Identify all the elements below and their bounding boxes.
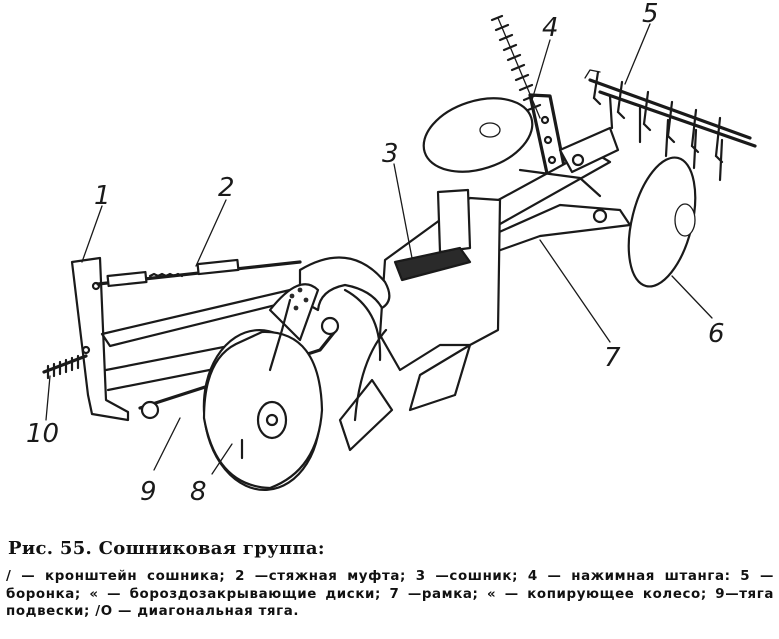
label-5: 5 [642,0,659,29]
opener-bracket [70,256,130,422]
label-6: 6 [708,319,725,349]
opener [338,188,502,452]
harrow [584,69,757,182]
label-10: 10 [26,419,59,449]
closing-disc-hub [674,203,696,237]
arched-shank [298,256,391,312]
figure-illustration: 1 2 3 4 5 6 7 8 9 10 [26,0,757,507]
label-9: 9 [140,477,157,507]
label-3: 3 [382,139,399,169]
leader-lines [45,23,713,475]
upper-disc [422,97,534,173]
sector-plate [268,283,320,342]
caption-title: Рис. 55. Сошниковая группа: [8,538,325,559]
suspension-rod [138,316,340,420]
figure-caption: Рис. 55. Сошниковая группа: / — кронштей… [6,538,774,621]
diagonal-rod [42,354,88,380]
tension-coupling [96,258,302,288]
upper-disc-hub [479,122,501,138]
label-1: 1 [94,181,111,211]
shank-curve [343,288,382,362]
label-7: 7 [604,343,621,373]
opener-group-drawing: 1 2 3 4 5 6 7 8 9 10 [26,0,757,507]
caption-body: / — кронштейн сошника; 2 —стяжная муфта;… [6,569,774,619]
label-4: 4 [542,13,559,43]
label-2: 2 [218,173,235,203]
copying-wheel [202,298,324,492]
label-8: 8 [190,477,207,507]
